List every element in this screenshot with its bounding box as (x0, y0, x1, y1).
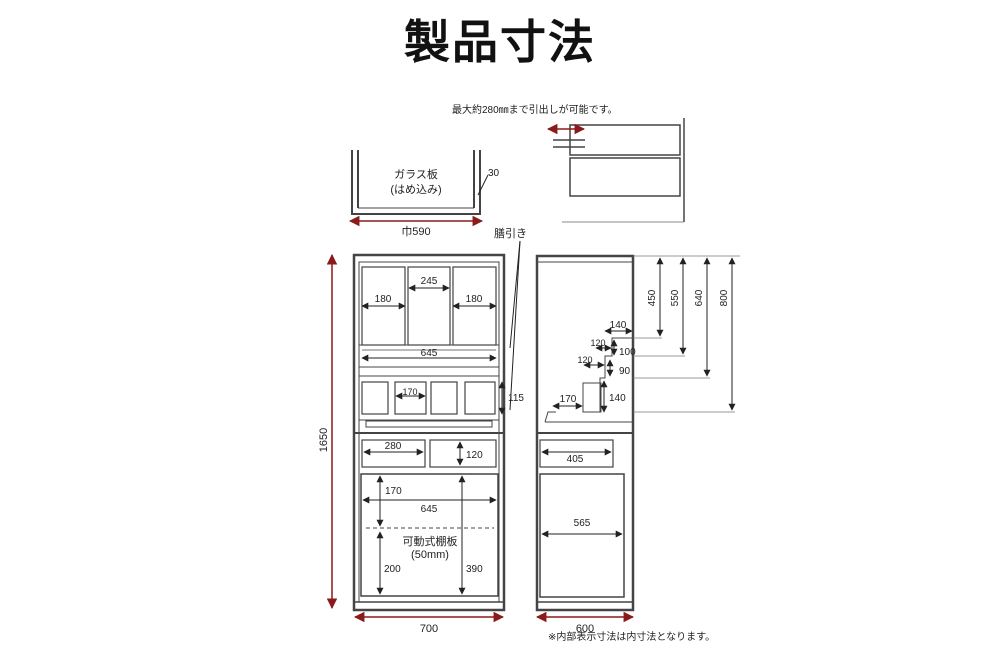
pullout-sketch (553, 118, 685, 223)
upper-left-label: 180 (375, 294, 392, 305)
glass-depth-leader (477, 174, 489, 196)
top-width-label: 巾590 (401, 224, 430, 238)
side-d140-label: 140 (610, 320, 627, 331)
side-h800-label: 800 (719, 289, 730, 306)
side-h640-label: 640 (694, 289, 705, 306)
depth-total-label: 600 (576, 623, 594, 635)
upper-center-label: 245 (421, 276, 438, 287)
side-d170-label: 170 (560, 394, 577, 405)
glass-sub-label: (はめ込み) (390, 183, 441, 196)
shelf-label: 可動式棚板 (403, 534, 458, 548)
side-d140b-label: 140 (609, 393, 626, 404)
glass-label: ガラス板 (394, 167, 438, 181)
side-d405-label: 405 (567, 454, 584, 465)
side-height-guides (633, 255, 740, 413)
shelf-sub-label: (50mm) (411, 549, 449, 561)
top-view (351, 150, 481, 215)
height-total-label: 1650 (318, 428, 330, 452)
cab-right-h-label: 390 (466, 564, 483, 575)
width-total-label: 700 (420, 623, 438, 635)
cab-width-label: 645 (421, 504, 438, 515)
cab-left-h-label: 200 (384, 564, 401, 575)
small-drawer-h-label: 115 (508, 393, 524, 404)
pullout-note: 最大約280㎜まで引出しが可能です。 (452, 103, 618, 116)
lower-drawer-h-label: 120 (466, 450, 483, 461)
side-d120a-label: 120 (590, 338, 605, 348)
page-title: 製品寸法 (404, 15, 596, 69)
side-d120b-label: 120 (577, 355, 592, 365)
drawer-pull-leader-2 (509, 240, 521, 411)
front-view (352, 253, 506, 612)
drawer-pull-label: 膳引き (494, 226, 527, 240)
side-d100-label: 100 (619, 347, 636, 358)
side-d90-label: 90 (619, 366, 631, 377)
side-d565-label: 565 (574, 518, 591, 529)
side-view (535, 254, 635, 612)
cab-top-label: 170 (385, 486, 402, 497)
upper-inner-label: 645 (421, 348, 438, 359)
lower-drawer-label: 280 (385, 441, 402, 452)
upper-right-label: 180 (466, 294, 483, 305)
small-drawer-label: 170 (402, 387, 417, 397)
side-h450-label: 450 (647, 289, 658, 306)
top-depth-label: 30 (488, 168, 500, 179)
footnote: ※内部表示寸法は内寸法となります。 (548, 630, 715, 643)
side-h550-label: 550 (670, 289, 681, 306)
drawer-pull-leader (509, 240, 521, 349)
